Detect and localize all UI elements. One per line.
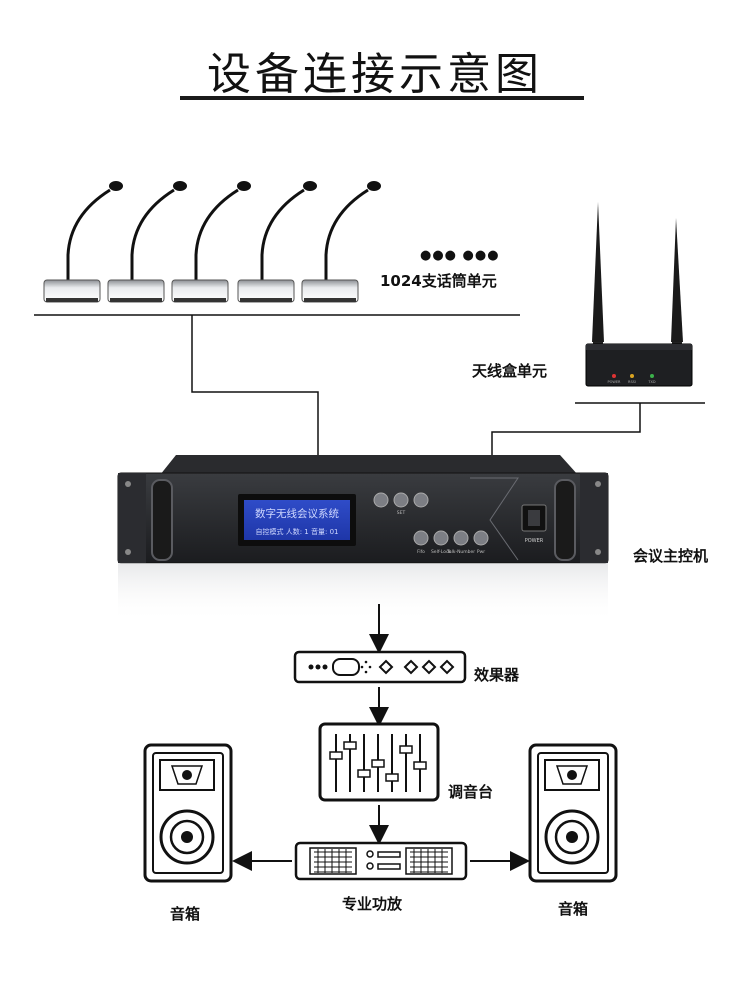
ellipsis-dots: ●●● ●●● <box>420 248 500 263</box>
antenna-led-label-3: TXD <box>647 380 656 384</box>
amplifier-icon <box>294 841 468 881</box>
mic-to-host-line <box>191 315 319 456</box>
microphone-5 <box>301 181 381 303</box>
label-microphones: 1024支话筒单元 <box>380 272 497 290</box>
antenna-unit <box>585 202 693 387</box>
label-host: 会议主控机 <box>633 547 709 565</box>
microphone-2 <box>107 181 187 303</box>
speaker-right-icon <box>528 743 618 883</box>
panel-btn-label-2: Self-Lock <box>431 549 451 555</box>
label-antenna: 天线盒单元 <box>472 362 548 380</box>
antenna-led-label-1: POWER <box>608 380 622 384</box>
panel-btn-label-3: Talk-Number <box>446 549 475 555</box>
panel-btn-label-4: Pwr <box>477 549 485 555</box>
microphone-3 <box>171 181 251 303</box>
label-speaker-left: 音箱 <box>170 905 201 923</box>
lcd-line-2: 自控模式 人数: 1 音量: 01 <box>256 527 339 536</box>
effects-unit-icon <box>293 650 467 684</box>
label-effects: 效果器 <box>474 666 520 684</box>
set-label: SET <box>397 510 406 516</box>
antenna-to-host-line <box>491 403 641 456</box>
microphone-1 <box>43 181 123 303</box>
power-label: POWER <box>525 538 544 544</box>
label-speaker-right: 音箱 <box>558 900 589 918</box>
microphone-units <box>43 181 381 303</box>
microphone-4 <box>237 181 317 303</box>
label-amplifier: 专业功放 <box>342 895 403 913</box>
mixer-icon <box>318 722 440 802</box>
page-title: 设备连接示意图 <box>207 49 543 100</box>
label-mixer: 调音台 <box>448 783 494 801</box>
speaker-left-icon <box>143 743 233 883</box>
host-unit <box>117 455 609 623</box>
lcd-line-1: 数字无线会议系统 <box>255 507 339 520</box>
panel-btn-label-1: Fifo <box>417 549 425 555</box>
antenna-led-label-2: RSSI <box>628 380 636 384</box>
title-underline <box>180 96 584 100</box>
